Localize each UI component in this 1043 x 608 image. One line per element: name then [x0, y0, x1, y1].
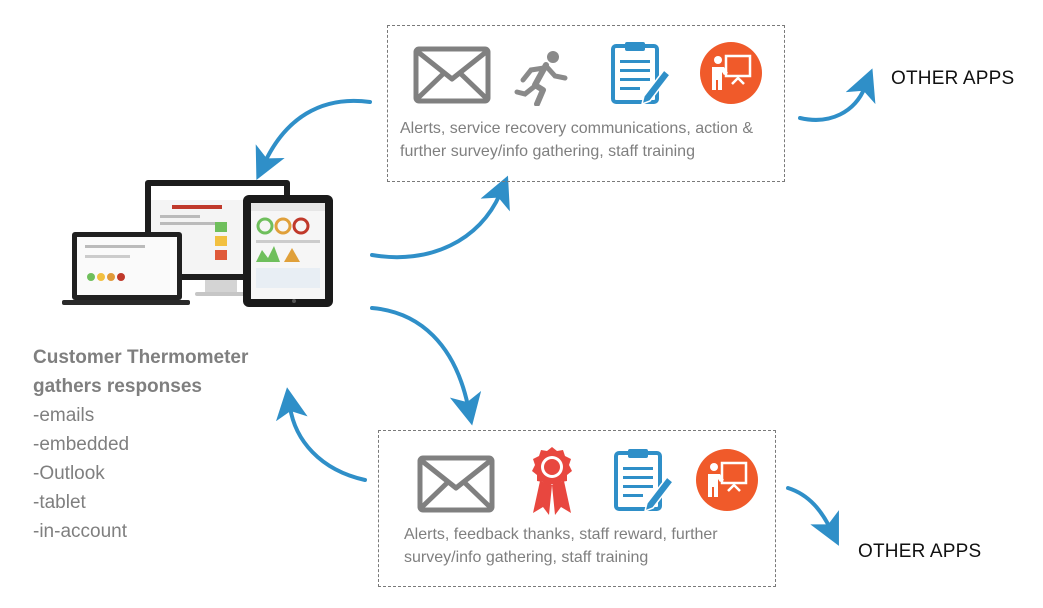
arrow-bottom-box-to-other-apps — [786, 486, 839, 546]
arrow-top-box-to-devices — [255, 98, 372, 181]
other-apps-top-label: OTHER APPS — [891, 68, 1015, 89]
gather-item-tablet: -tablet — [33, 492, 86, 513]
clipboard-pen-icon — [611, 42, 672, 106]
arrow-top-box-to-other-apps — [798, 68, 876, 122]
gather-item-emails: -emails — [33, 405, 95, 426]
bottom-box-text-line1: Alerts, feedback thanks, staff reward, f… — [404, 526, 718, 543]
clipboard-pen-icon — [614, 449, 675, 513]
running-person-icon — [514, 51, 568, 106]
arrow-bottom-box-to-gather — [275, 387, 367, 482]
other-apps-bottom-label: OTHER APPS — [858, 541, 982, 562]
arrow-devices-to-top-box — [370, 175, 510, 260]
presenter-board-icon — [700, 42, 762, 104]
top-box-text-line2: further survey/info gathering, staff tra… — [400, 143, 695, 160]
gather-heading-line1: Customer Thermometer — [33, 347, 249, 368]
bottom-box-description: Alerts, feedback thanks, staff reward, f… — [404, 523, 769, 569]
top-box-description: Alerts, service recovery communications,… — [400, 117, 778, 163]
arrow-devices-to-bottom-box — [370, 306, 482, 426]
tablet-icon — [243, 195, 333, 307]
gather-item-outlook: -Outlook — [33, 463, 105, 484]
bottom-actions-box: Alerts, feedback thanks, staff reward, f… — [378, 430, 776, 587]
bottom-box-text-line2: survey/info gathering, staff training — [404, 549, 649, 566]
laptop-icon — [62, 232, 190, 305]
gather-item-in-account: -in-account — [33, 521, 127, 542]
envelope-icon — [413, 46, 491, 104]
gather-item-embedded: -embedded — [33, 434, 130, 455]
envelope-icon — [417, 455, 495, 513]
award-ribbon-icon — [532, 447, 572, 515]
presenter-board-icon — [696, 449, 758, 511]
top-actions-box: Alerts, service recovery communications,… — [387, 25, 785, 182]
gather-heading-line2: gathers responses — [33, 376, 202, 397]
gather-responses-block: Customer Thermometer gathers responses -… — [33, 343, 248, 546]
top-box-text-line1: Alerts, service recovery communications,… — [400, 120, 754, 137]
